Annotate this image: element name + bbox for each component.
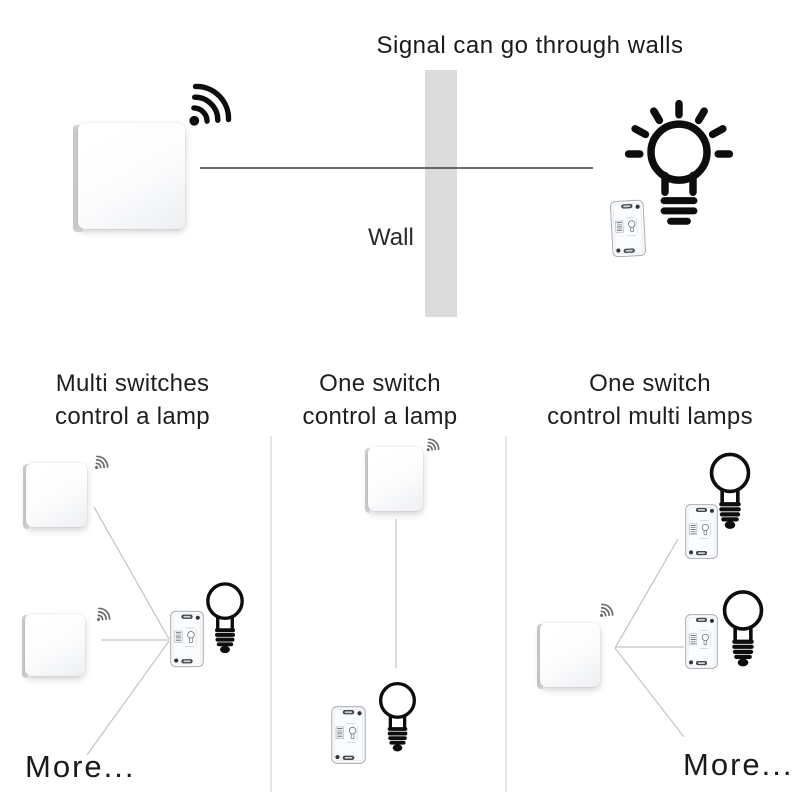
receiver-module-icon: [684, 504, 719, 559]
heading-line: control multi lamps: [547, 403, 753, 430]
heading-line: Multi switches: [55, 370, 210, 397]
column-heading-2: One switch control a lamp: [280, 367, 480, 433]
heading-line: control a lamp: [55, 403, 210, 430]
bulb-icon: [715, 581, 771, 674]
wall-switch-3: [537, 623, 600, 689]
switch-face: [25, 463, 87, 528]
wall-switch-1b: [22, 614, 85, 678]
wifi-signal-icon: [177, 82, 233, 138]
heading-line: control a lamp: [302, 403, 458, 430]
heading-line: One switch: [319, 370, 441, 397]
column-heading-1: Multi switches control a lamp: [30, 367, 235, 433]
heading-line: One switch: [589, 370, 711, 397]
wifi-signal-icon: [93, 607, 111, 625]
wifi-signal-icon: [596, 603, 614, 621]
receiver-module-icon: [684, 614, 719, 669]
wall-switch-1a: [23, 463, 87, 529]
more-label: More...: [683, 747, 794, 782]
switch-face: [24, 614, 85, 677]
switch-face: [367, 447, 423, 512]
wall-label: Wall: [368, 224, 414, 251]
receiver-module-icon: [609, 198, 646, 259]
wifi-signal-icon: [91, 455, 109, 473]
wifi-signal-icon: [423, 438, 440, 455]
bulb-icon: [372, 668, 423, 764]
column-heading-3: One switch control multi lamps: [525, 367, 775, 433]
receiver-module-icon: [331, 706, 366, 764]
more-label: More...: [25, 749, 136, 784]
switch-face: [539, 623, 600, 688]
page-title: Signal can go through walls: [376, 32, 684, 59]
wall-switch-2: [365, 447, 423, 513]
bulb-icon: [199, 570, 251, 664]
wall-bar: [425, 70, 457, 317]
wall-switch-top: [73, 123, 185, 232]
receiver-module-icon: [170, 610, 204, 668]
switch-face: [78, 123, 185, 229]
